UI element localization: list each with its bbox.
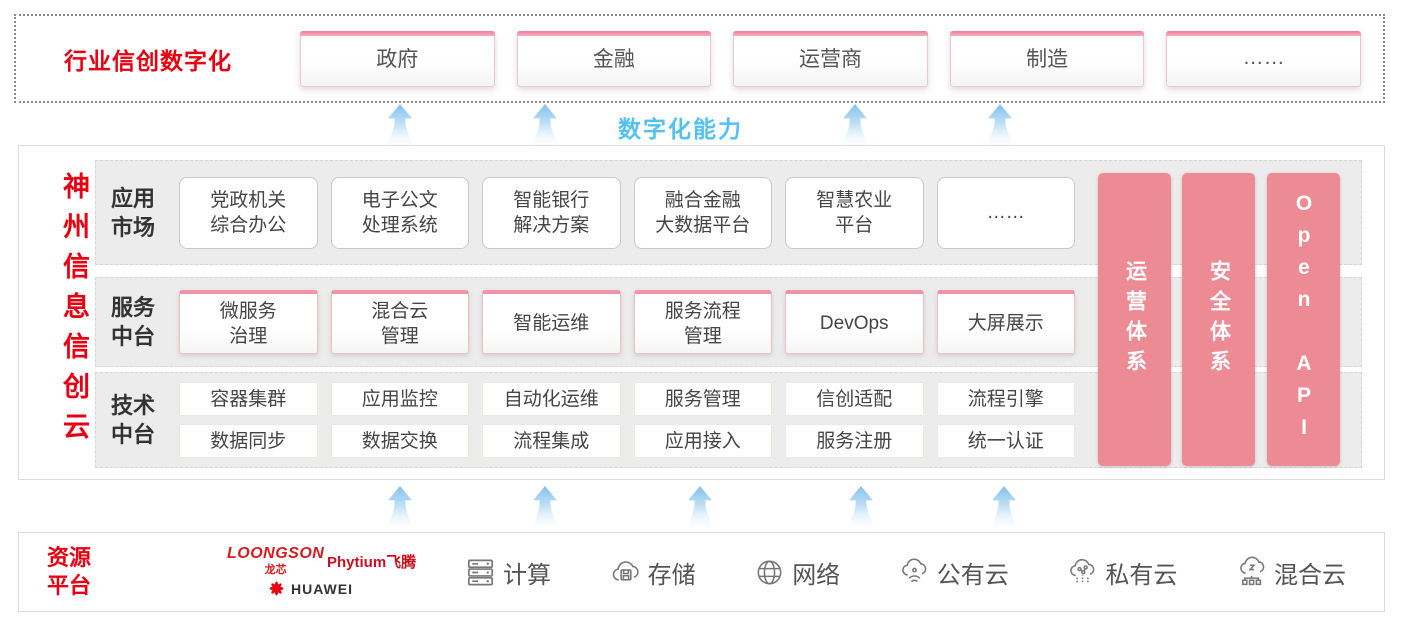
up-arrow-icon [982,104,1018,148]
loongson-logo: LOONGSON 龙芯 [227,545,324,577]
up-arrow-icon [837,104,873,148]
open-api-bar-label: Open API [1292,191,1316,448]
security-system-bar: 安全体系 [1182,173,1255,466]
resource-item-storage: 存储 [609,555,696,590]
resource-item-label: 存储 [647,561,696,589]
resource-item-network: 网络 [753,555,840,590]
app-market-boxes: 党政机关 综合办公 电子公文 处理系统 智能银行 解决方案 融合金融 大数据平台… [179,161,1075,264]
industry-box-row: 政府 金融 运营商 制造 …… [300,30,1361,87]
industry-box-more: …… [1166,30,1361,87]
resource-item-hybrid-cloud: 混合云 [1235,555,1346,590]
up-arrow-icon [382,486,418,530]
operation-system-bar: 运营体系 [1098,173,1171,466]
service-box: 服务流程 管理 [633,290,772,354]
private-cloud-icon [1070,558,1095,582]
tech-box: 自动化运维 [482,382,621,416]
operation-system-bar-label: 运营体系 [1123,259,1147,380]
tech-box: 应用接入 [633,424,772,458]
network-icon [757,560,782,584]
industry-box-finance: 金融 [516,30,712,87]
compute-icon [468,559,493,585]
app-box: 党政机关 综合办公 [179,176,318,249]
hybrid-cloud-icon [1240,556,1265,585]
service-boxes: 微服务 治理 混合云 管理 智能运维 服务流程 管理 DevOps 大屏展示 [179,278,1075,366]
resource-platform-panel: 资源 平台 LOONGSON 龙芯 Phytium飞腾 HUAWEI [18,532,1385,612]
industry-banner: 行业信创数字化 政府 金融 运营商 制造 …… [14,14,1385,103]
resource-item-label: 私有云 [1105,561,1178,589]
resource-platform-label: 资源 平台 [47,545,92,598]
phytium-logo: Phytium飞腾 [327,554,417,571]
storage-icon [612,560,639,581]
app-market-label: 应用 市场 [111,185,156,240]
app-market-row: 应用 市场 党政机关 综合办公 电子公文 处理系统 智能银行 解决方案 融合金融… [95,160,1362,265]
service-middle-platform-row: 服务 中台 微服务 治理 混合云 管理 智能运维 服务流程 管理 DevOps … [95,277,1362,367]
capability-label: 数字化能力 [618,116,743,142]
tech-box: 数据同步 [179,424,318,458]
service-box: 大屏展示 [936,290,1075,354]
service-box: 混合云 管理 [330,290,469,354]
app-box-more: …… [936,176,1075,249]
tech-box: 流程集成 [482,424,621,458]
app-box: 融合金融 大数据平台 [633,176,772,249]
up-arrow-icon [527,104,563,148]
resource-item-label: 公有云 [936,561,1009,589]
tech-box: 服务注册 [785,424,924,458]
platform-title: 神州信息信创云 [59,172,89,452]
loongson-logo-cn: 龙芯 [264,564,287,576]
service-box: 智能运维 [482,290,621,354]
resource-item-label: 计算 [503,561,551,589]
resource-items: 计算 存储 网络 公有云 私有云 混合云 [464,533,1346,611]
tech-box: 信创适配 [785,382,924,416]
up-arrow-icon [382,104,418,148]
app-box: 电子公文 处理系统 [330,176,469,249]
security-system-bar-label: 安全体系 [1207,259,1231,380]
up-arrow-icon [843,486,879,530]
service-box: DevOps [785,290,924,354]
public-cloud-icon [901,557,927,582]
resource-item-label: 网络 [792,561,841,589]
resource-item-label: 混合云 [1273,561,1346,589]
tech-middle-platform-row: 技术 中台 容器集群 应用监控 自动化运维 服务管理 信创适配 流程引擎 数据同… [95,372,1362,468]
tech-boxes: 容器集群 应用监控 自动化运维 服务管理 信创适配 流程引擎 数据同步 数据交换… [179,382,1075,458]
industry-box-manufacturing: 制造 [949,30,1145,87]
tech-box: 统一认证 [936,424,1075,458]
banner-title: 行业信创数字化 [64,47,232,74]
service-row-label: 服务 中台 [111,295,156,349]
huawei-flower-icon [269,581,284,596]
up-arrow-icon [682,486,718,530]
cloud-platform-panel: 神州信息信创云 应用 市场 党政机关 综合办公 电子公文 处理系统 智能银行 解… [18,145,1385,480]
tech-box: 服务管理 [633,382,772,416]
up-arrow-icon [986,486,1022,530]
huawei-logo: HUAWEI [267,579,353,598]
vendor-logos: LOONGSON 龙芯 Phytium飞腾 HUAWEI [209,537,439,607]
open-api-bar: Open API [1267,173,1340,466]
industry-box-operator: 运营商 [733,30,928,87]
tech-row-label: 技术 中台 [111,393,156,447]
resource-item-private-cloud: 私有云 [1066,555,1177,590]
loongson-logo-text: LOONGSON [227,545,325,562]
app-box: 智能银行 解决方案 [482,176,621,249]
app-box: 智慧农业 平台 [785,176,924,249]
tech-box: 数据交换 [330,424,469,458]
up-arrow-icon [527,486,563,530]
service-box: 微服务 治理 [179,290,318,354]
tech-box: 流程引擎 [936,382,1075,416]
resource-item-compute: 计算 [464,555,551,590]
industry-box-government: 政府 [300,30,495,87]
tech-box: 容器集群 [179,382,318,416]
huawei-logo-text: HUAWEI [291,580,353,597]
tech-box: 应用监控 [330,382,469,416]
resource-item-public-cloud: 公有云 [898,555,1009,590]
